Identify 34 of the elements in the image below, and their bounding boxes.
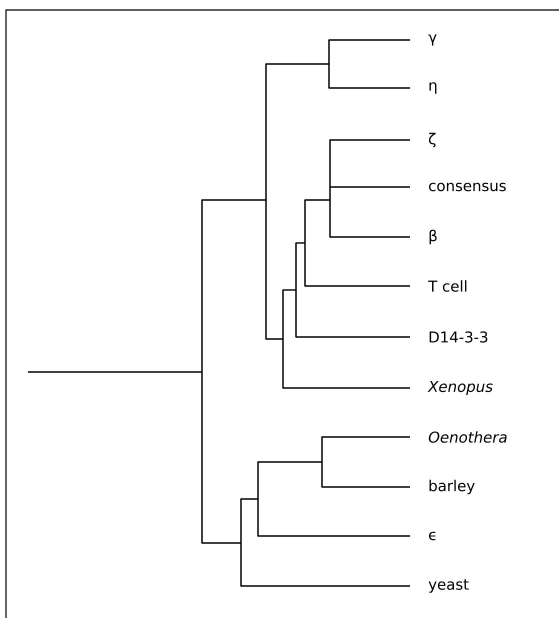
branch-line: [202, 199, 266, 201]
branch-line: [329, 39, 410, 41]
leaf-label: Xenopus: [428, 381, 493, 395]
branch-line: [266, 63, 329, 65]
branch-line: [296, 336, 410, 338]
branch-line: [330, 139, 410, 141]
leaf-label: barley: [430, 480, 475, 494]
branch-line: [283, 387, 410, 389]
branch-line: [329, 87, 410, 89]
branch-line: [258, 461, 322, 463]
leaf-label: γ: [428, 34, 437, 46]
leaf-label: yeast: [428, 579, 469, 593]
branch-line: [283, 289, 296, 291]
branch-line: [266, 338, 283, 340]
leaf-label: D14-3-3: [430, 331, 488, 343]
branch-line: [330, 236, 410, 238]
branch-line: [258, 535, 410, 537]
branch-line: [296, 242, 305, 244]
branch-line: [241, 498, 258, 500]
branch-line: [322, 436, 410, 438]
branch-line: [202, 542, 241, 544]
branch-line: [305, 285, 410, 287]
branch-line: [322, 486, 410, 488]
branch-line: [28, 371, 202, 373]
leaf-label: η: [430, 82, 436, 94]
leaf-label: ϵ: [429, 532, 436, 540]
branch-line: [241, 585, 410, 587]
leaf-label: T cell: [428, 280, 466, 292]
leaf-label: Oenothera: [428, 431, 507, 443]
branch-line: [330, 186, 410, 188]
branch-line: [305, 199, 330, 201]
leaf-label: ζ: [428, 132, 436, 148]
leaf-label: β: [430, 230, 437, 244]
leaf-label: consensus: [429, 182, 506, 192]
